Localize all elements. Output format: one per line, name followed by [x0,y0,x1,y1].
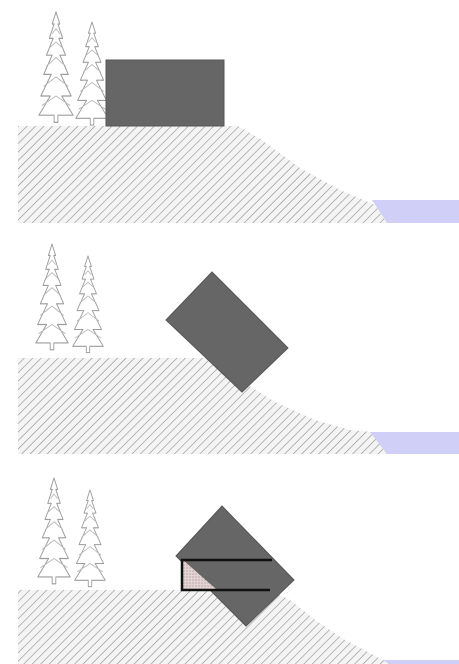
building-block [106,60,224,126]
fir-tree-icon [36,244,68,350]
ground-slope [18,590,390,664]
ground-slope [18,358,387,454]
fir-tree-icon [39,12,73,122]
fir-tree-icon [73,256,104,353]
ground-slope [18,126,387,223]
water-body [382,660,459,664]
panel-3 [18,478,459,664]
panel-1 [18,12,459,223]
panel-2 [18,244,459,454]
fir-tree-icon [76,22,108,125]
fir-tree-icon [38,478,70,584]
water-body [372,200,459,223]
fir-tree-icon [75,490,106,587]
